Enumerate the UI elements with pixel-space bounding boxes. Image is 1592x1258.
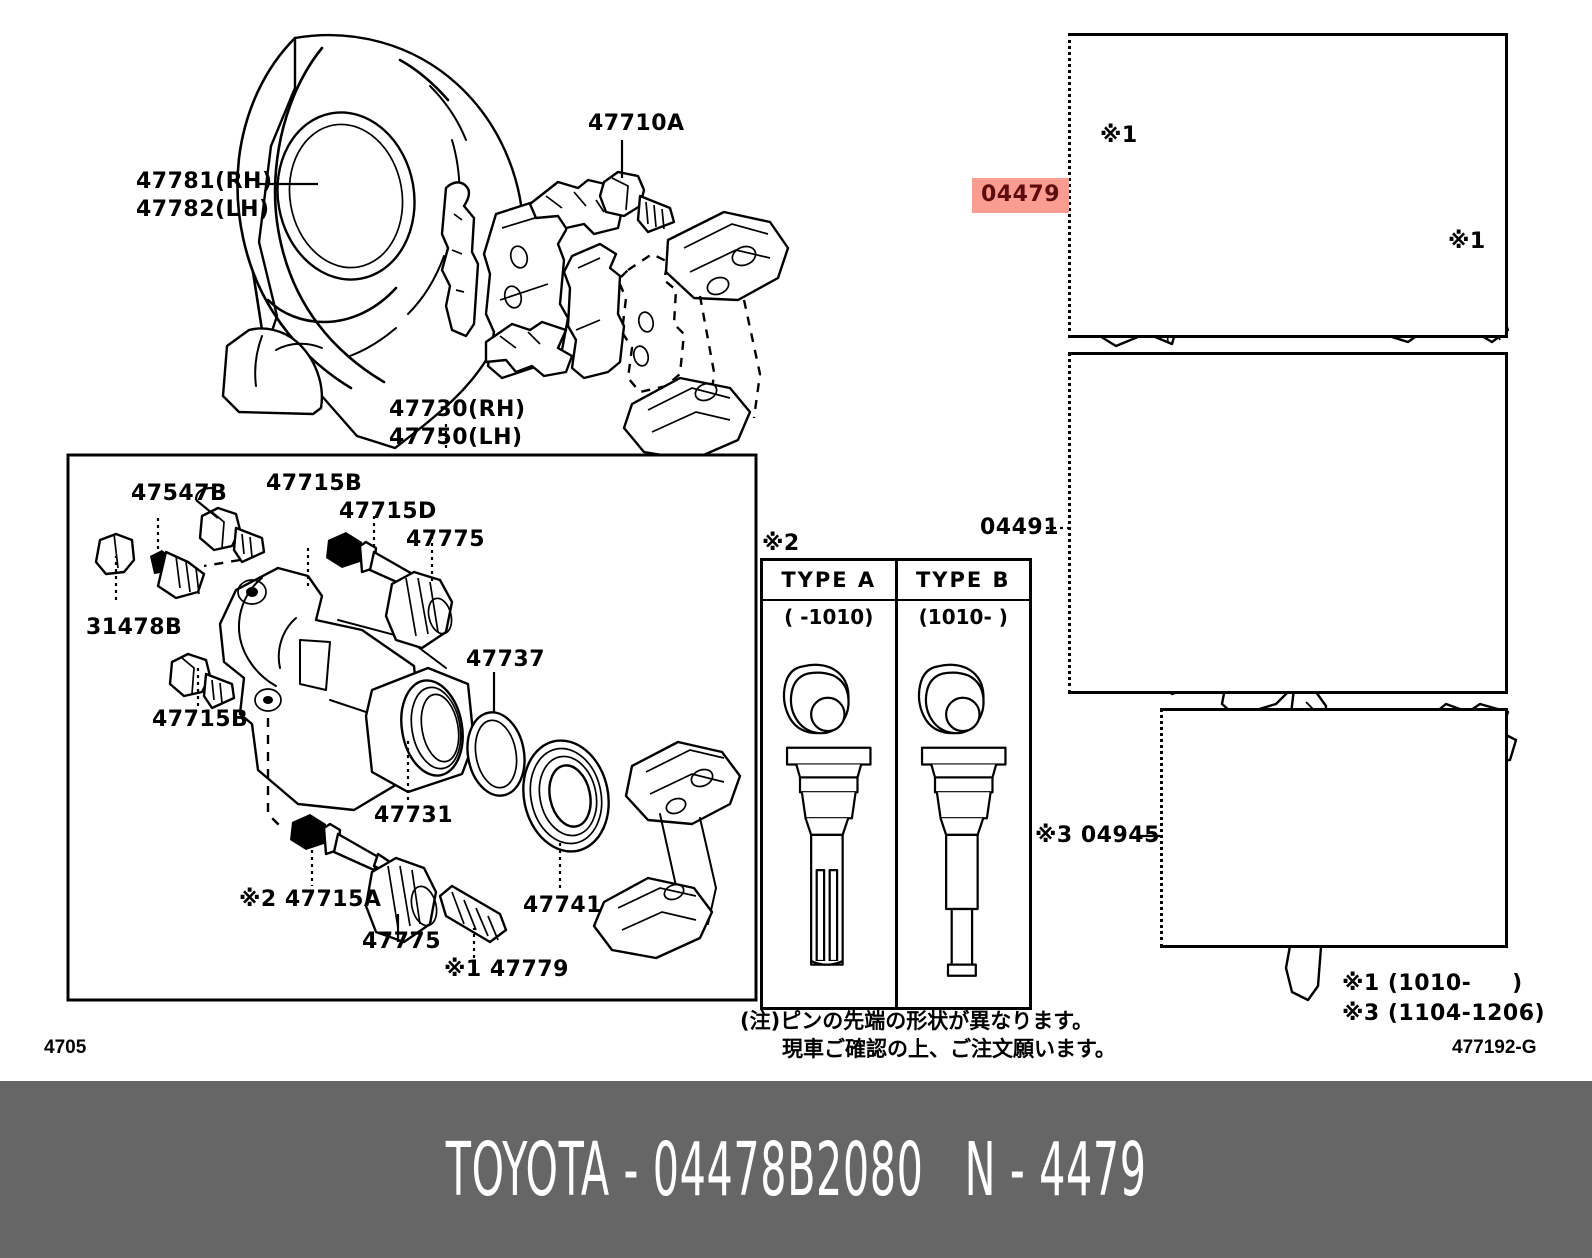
seal-kit-box	[1068, 33, 1508, 338]
label-seal-47741: 47741	[523, 893, 603, 918]
bushing-47779-art	[438, 884, 508, 944]
label-boot-47775-top: 47775	[406, 527, 486, 552]
label-bolt-47715b-top: 47715B	[266, 471, 363, 496]
label-seal-kit-04479[interactable]: 04479	[972, 178, 1070, 214]
label-bolt-47710a: 47710A	[588, 111, 685, 136]
footer-bar: TOYOTA - 04478B2080 N - 4479	[0, 1081, 1592, 1258]
type-a-header: TYPE A	[763, 561, 898, 599]
boot-47775-lower-art	[364, 856, 438, 944]
label-caliper-assy-lh: 47750(LH)	[389, 425, 523, 450]
bolt-47710a-art	[598, 170, 676, 234]
label-bushing-47779: ※1 47779	[444, 957, 569, 982]
label-bleeder-plug-47547b: 47547B	[131, 481, 228, 506]
marker-note1-top: ※1	[1100, 123, 1138, 148]
type-b-pin-art	[917, 663, 1007, 977]
shim-kit-box	[1160, 708, 1508, 948]
label-slide-pin-47715d: 47715D	[339, 499, 437, 524]
exploded-pad-cluster	[440, 170, 790, 462]
drawing-code: 477192-G	[1452, 1037, 1537, 1058]
pin-type-table: TYPE A TYPE B ( -1010)	[760, 558, 1032, 1010]
pad-kit-box	[1068, 352, 1508, 694]
caliper-leader-lines	[114, 486, 562, 958]
caliper-assembly-art	[94, 486, 742, 960]
type-a-pin-art	[782, 663, 872, 966]
note-line2: 現車ご確認の上、ご注文願います。	[782, 1037, 1116, 1061]
label-dust-cover-lh: 47782(LH)	[136, 197, 270, 222]
label-dust-cover-rh: 47781(RH)	[136, 169, 273, 194]
label-caliper-assy-rh: 47730(RH)	[389, 397, 526, 422]
type-b-range: (1010- )	[918, 605, 1008, 629]
boot-47775-upper-art	[384, 570, 454, 650]
label-pad-kit-04491: 04491	[980, 515, 1060, 540]
caliper-bracket-lower-art	[592, 740, 742, 960]
label-bleeder-cap-31478b: 31478B	[86, 615, 183, 640]
footnote-3: ※3 (1104-1206)	[1342, 1001, 1546, 1026]
marker-note1-bottom: ※1	[1448, 229, 1486, 254]
page-code: 4705	[44, 1037, 87, 1058]
leader-lines-top	[258, 140, 624, 448]
label-slide-pin-47715a: ※2 47715A	[239, 887, 382, 912]
type-table-marker: ※2	[762, 531, 800, 556]
label-bolt-47715b-bottom: 47715B	[152, 707, 249, 732]
label-boot-47775-bottom: 47775	[362, 929, 442, 954]
footer-part-number-text: TOYOTA - 04478B2080 N - 4479	[445, 1126, 1147, 1213]
label-shim-kit-04945: ※3 04945	[1035, 823, 1160, 848]
bolt-47715b-bottom-art	[168, 652, 236, 710]
label-ring-47737: 47737	[466, 647, 546, 672]
backing-plate-art	[221, 33, 525, 450]
label-piston-47731: 47731	[374, 803, 454, 828]
caliper-bracket-upper-art	[622, 210, 790, 462]
note-line1: (注)ピンの先端の形状が異なります。	[740, 1009, 1094, 1033]
type-b-cell: (1010- )	[898, 601, 1030, 1007]
parts-diagram-sheet: .s{fill:none;stroke:#000;stroke-width:2.…	[44, 33, 1546, 1061]
bolt-47715b-top-art	[198, 506, 266, 564]
type-a-cell: ( -1010)	[763, 601, 898, 1007]
type-b-header: TYPE B	[915, 568, 1011, 592]
footnote-1: ※1 (1010- )	[1342, 971, 1523, 996]
type-a-range: ( -1010)	[784, 605, 874, 629]
